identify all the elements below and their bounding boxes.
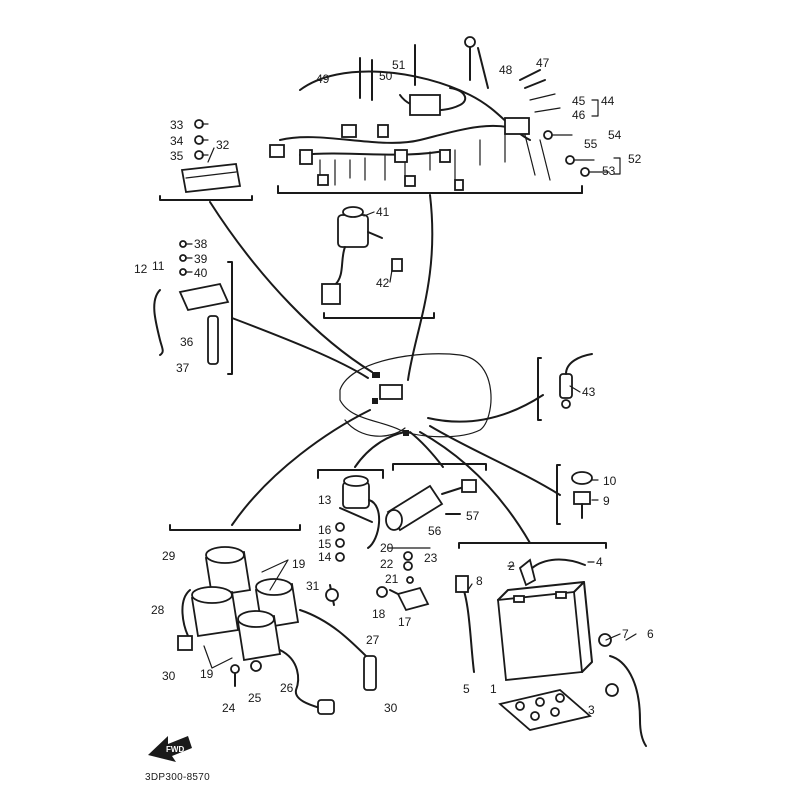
callout-24: 24 [222,701,236,715]
callout-numbers: 1 2 3 4 5 6 7 8 9 10 11 12 13 14 15 16 1… [134,56,654,717]
callout-31: 31 [306,579,320,593]
diagram-code: 3DP300-8570 [145,772,210,783]
callout-36: 36 [180,335,194,349]
callout-56: 56 [428,524,442,538]
callout-23: 23 [424,551,438,565]
callout-54: 54 [608,128,622,142]
callout-11: 11 [152,259,165,273]
callout-41: 41 [376,205,390,219]
callout-37: 37 [176,361,190,375]
callout-14: 14 [318,550,332,564]
neutral-switch [556,464,593,525]
callout-45: 45 [572,94,586,108]
callout-49: 49 [316,72,330,86]
callout-42: 42 [376,276,390,290]
callout-6: 6 [647,627,654,641]
callout-33: 33 [170,118,184,132]
callout-3: 3 [588,703,595,717]
callout-4: 4 [596,555,603,569]
callout-12: 12 [134,262,148,276]
callout-46: 46 [572,108,586,122]
callout-52: 52 [628,152,642,166]
forward-arrow: FWD [148,736,192,762]
callout-55: 55 [584,137,598,151]
callout-57: 57 [466,509,480,523]
callout-53: 53 [602,164,616,178]
callout-50: 50 [379,69,393,83]
callout-29: 29 [162,549,176,563]
oil-sensor-43 [537,353,593,421]
callout-32: 32 [216,138,230,152]
callout-43: 43 [582,385,596,399]
sensor-parts [376,547,431,612]
ecu-unit [159,119,253,201]
callout-38: 38 [194,237,208,251]
callout-30-right: 30 [384,701,398,715]
callout-27: 27 [366,633,380,647]
callout-51: 51 [392,58,406,72]
callout-19-top: 19 [292,557,306,571]
callout-35: 35 [170,149,184,163]
callout-25: 25 [248,691,262,705]
callout-20: 20 [380,541,394,555]
callout-17: 17 [398,615,412,629]
ignition-coils [169,524,377,715]
callout-15: 15 [318,537,332,551]
callout-40: 40 [194,266,208,280]
callout-34: 34 [170,134,184,148]
leader-lines [209,194,561,544]
battery-group [455,542,647,747]
main-switch [321,206,435,319]
callout-22: 22 [380,557,394,571]
wire-harness [269,36,610,194]
callout-26: 26 [280,681,294,695]
callout-19-bottom: 19 [200,667,214,681]
callout-48: 48 [499,63,513,77]
fwd-label: FWD [166,745,184,754]
callout-ticks [185,99,637,669]
callout-21: 21 [385,572,399,586]
callout-9: 9 [603,494,610,508]
callout-5: 5 [463,682,470,696]
callout-8: 8 [476,574,483,588]
callout-47: 47 [536,56,550,70]
callout-13: 13 [318,493,332,507]
callout-28: 28 [151,603,165,617]
callout-16: 16 [318,523,332,537]
rectifier-relay [153,240,233,375]
callout-10: 10 [603,474,617,488]
callout-44: 44 [601,94,615,108]
callout-7: 7 [622,627,629,641]
callout-30-left: 30 [162,669,176,683]
callout-18: 18 [372,607,386,621]
callout-1: 1 [490,682,497,696]
callout-2: 2 [508,559,515,573]
solenoid-group [317,463,487,562]
engine-outline [339,353,492,438]
callout-39: 39 [194,252,208,266]
